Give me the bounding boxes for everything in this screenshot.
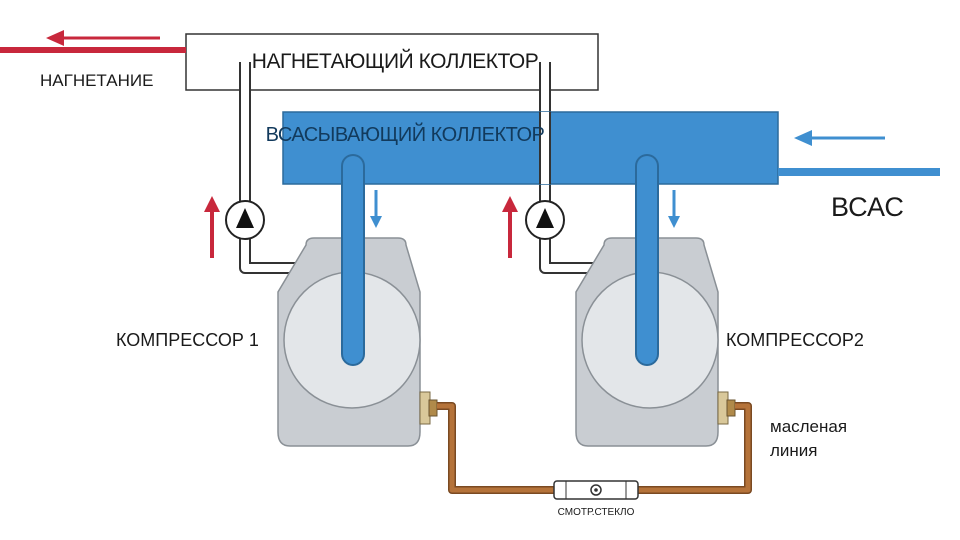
suction-flow-arrow-2	[668, 190, 680, 228]
discharge-outlet-arrow	[0, 30, 186, 53]
discharge-flow-arrow-1	[204, 196, 220, 258]
discharge-outlet-label: НАГНЕТАНИЕ	[40, 71, 153, 90]
discharge-manifold	[185, 33, 599, 91]
check-valve-2-icon	[525, 200, 565, 240]
oil-line-label-2: линия	[770, 441, 818, 460]
oil-line	[437, 402, 752, 494]
suction-manifold-label: ВСАСЫВАЮЩИЙ КОЛЛЕКТОР	[266, 122, 545, 146]
suction-inlet-arrow	[778, 130, 940, 176]
compressor-1-label: КОМПРЕССОР 1	[116, 330, 259, 350]
suction-flow-arrow-1	[370, 190, 382, 228]
oil-line-label-1: масленая	[770, 417, 847, 436]
discharge-flow-arrow-2	[502, 196, 518, 258]
discharge-manifold-label: НАГНЕТАЮЩИЙ КОЛЛЕКТОР	[252, 49, 538, 73]
sight-glass-icon	[553, 480, 639, 500]
sight-glass-label: СМОТР.СТЕКЛО	[558, 507, 635, 518]
suction-inlet-label: ВСАС	[831, 192, 904, 222]
compressor-2-label: КОМПРЕССОР2	[726, 330, 864, 350]
suction-manifold	[282, 111, 779, 185]
discharge-pipe-overlap	[239, 112, 551, 184]
check-valve-1-icon	[225, 200, 265, 240]
